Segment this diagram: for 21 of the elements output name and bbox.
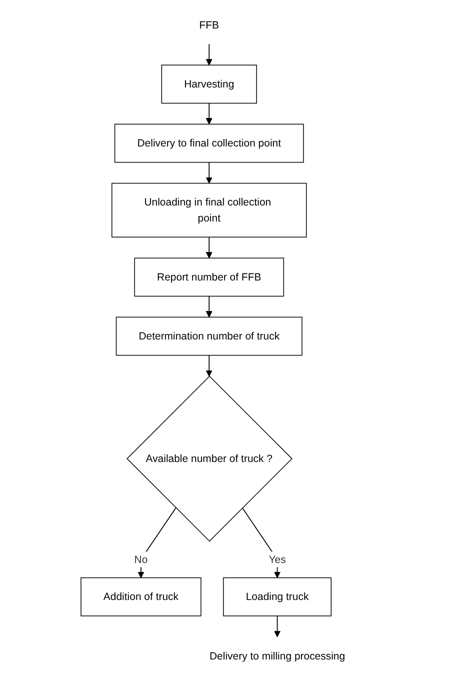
node-box: Delivery to final collection point xyxy=(114,124,304,163)
node-text: FFB xyxy=(199,18,220,31)
node-box: Addition of truck xyxy=(80,577,202,616)
arrow xyxy=(206,102,213,124)
arrow xyxy=(274,615,281,638)
arrow xyxy=(138,507,177,578)
node-box: Report number of FFB xyxy=(134,258,284,297)
node-diamond: Available number of truck ? xyxy=(126,376,293,542)
arrow xyxy=(206,162,213,184)
arrow xyxy=(206,296,213,318)
arrow xyxy=(206,236,213,258)
arrow xyxy=(242,507,281,578)
arrow xyxy=(206,44,213,66)
arrow xyxy=(206,354,213,377)
node-text: Delivery to milling processing xyxy=(210,650,346,662)
edge-label: Yes xyxy=(268,553,286,566)
node-box: Determination number of truck xyxy=(116,316,303,356)
node-box: Loading truck xyxy=(223,577,332,616)
node-box: Harvesting xyxy=(162,64,258,104)
node-box: Unloading in final collection point xyxy=(112,182,307,238)
edge-label: No xyxy=(134,553,148,566)
